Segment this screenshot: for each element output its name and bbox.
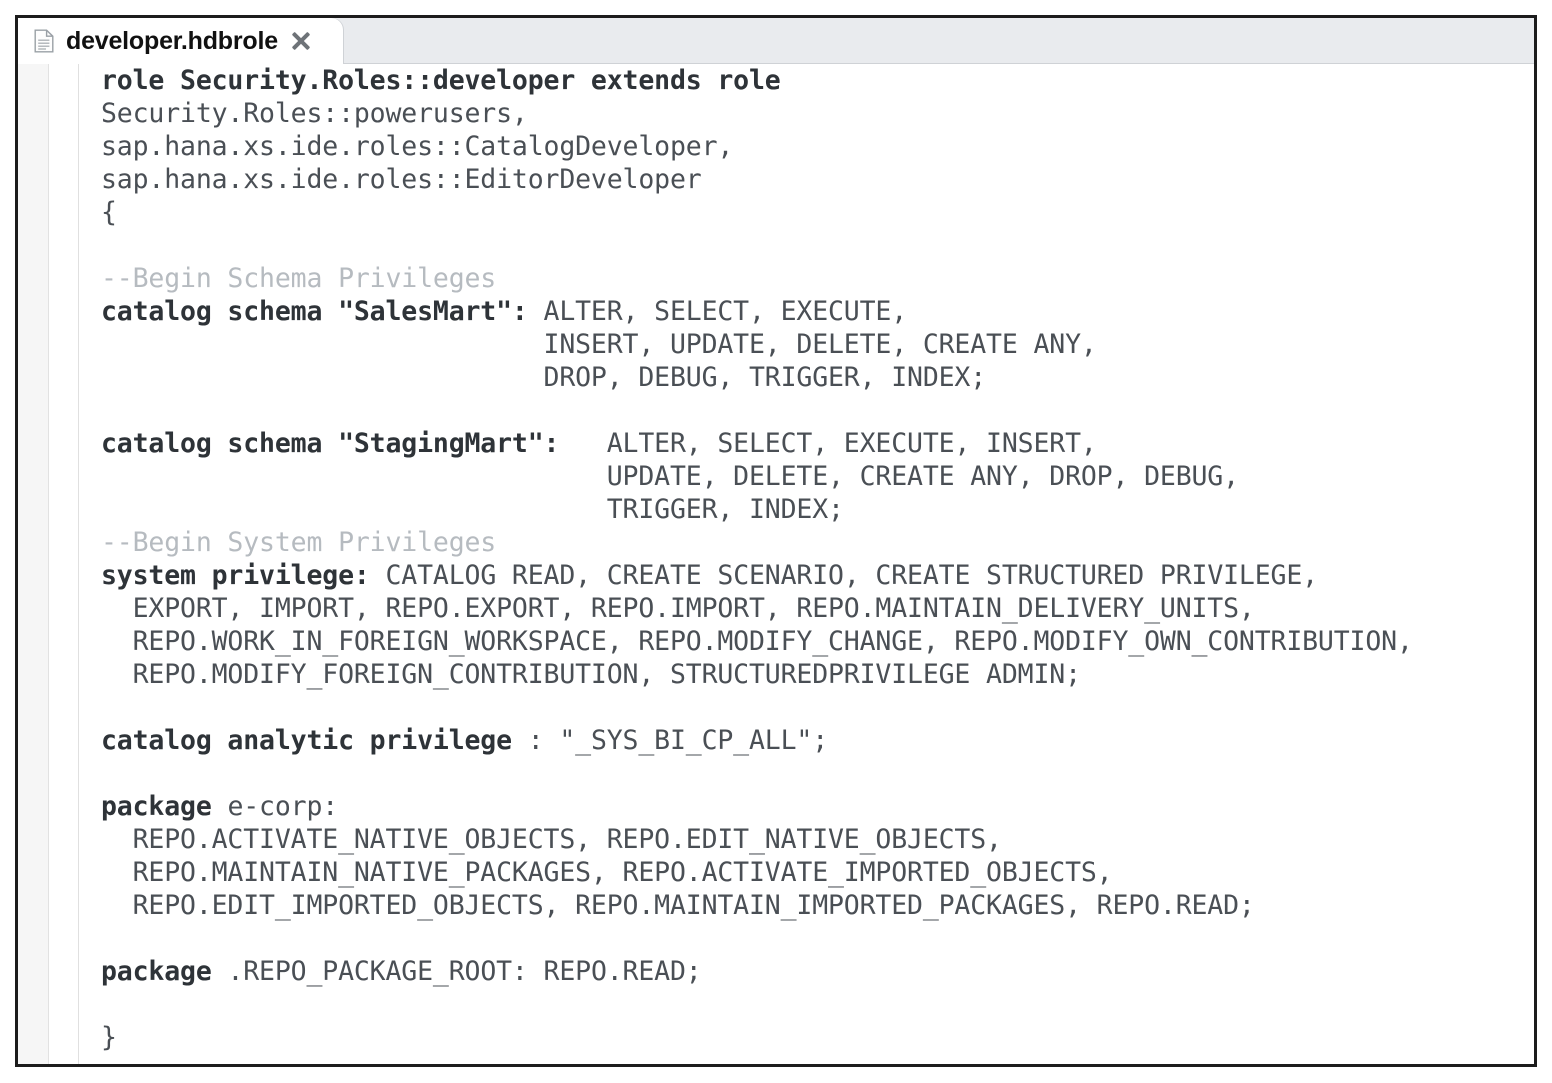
code-line[interactable]: UPDATE, DELETE, CREATE ANY, DROP, DEBUG, (101, 461, 1239, 492)
code-line[interactable]: catalog analytic privilege : "_SYS_BI_CP… (79, 724, 1534, 757)
folding-gutter[interactable] (49, 64, 79, 1064)
code-line[interactable]: sap.hana.xs.ide.roles::CatalogDeveloper, (101, 131, 734, 162)
code-line[interactable]: Security.Roles::powerusers, (79, 97, 1534, 130)
close-icon[interactable] (291, 31, 311, 51)
code-line[interactable] (79, 229, 1534, 262)
code-line[interactable]: system privilege: CATALOG READ, CREATE S… (79, 559, 1534, 592)
code-line[interactable]: REPO.WORK_IN_FOREIGN_WORKSPACE, REPO.MOD… (101, 626, 1413, 657)
code-keyword: catalog schema "StagingMart": (101, 428, 560, 459)
code-keyword: system privilege: (101, 560, 370, 591)
document-icon (34, 29, 54, 53)
code-line[interactable]: package e-corp: (79, 790, 1534, 823)
editor-body: role Security.Roles::developer extends r… (18, 64, 1534, 1064)
code-line[interactable]: REPO.MAINTAIN_NATIVE_PACKAGES, REPO.ACTI… (101, 857, 1113, 888)
code-text: .REPO_PACKAGE_ROOT: REPO.READ; (211, 956, 702, 987)
code-text: e-corp: (211, 791, 339, 822)
code-text-area[interactable]: role Security.Roles::developer extends r… (79, 64, 1534, 1064)
code-line[interactable]: --Begin Schema Privileges (101, 263, 497, 294)
code-line[interactable]: REPO.EDIT_IMPORTED_OBJECTS, REPO.MAINTAI… (101, 890, 1255, 921)
code-line[interactable]: EXPORT, IMPORT, REPO.EXPORT, REPO.IMPORT… (101, 593, 1255, 624)
code-line[interactable] (79, 691, 1534, 724)
code-keyword: package (101, 791, 212, 822)
code-line[interactable]: } (101, 1022, 117, 1053)
code-line[interactable]: DROP, DEBUG, TRIGGER, INDEX; (101, 362, 987, 393)
code-line[interactable]: REPO.ACTIVATE_NATIVE_OBJECTS, REPO.EDIT_… (79, 823, 1534, 856)
tab-developer-hdbrole[interactable]: developer.hdbrole (18, 18, 343, 64)
code-text: ALTER, SELECT, EXECUTE, INSERT, (559, 428, 1097, 459)
code-text: CATALOG READ, CREATE SCENARIO, CREATE ST… (369, 560, 1318, 591)
code-line[interactable] (79, 394, 1534, 427)
tab-bar: developer.hdbrole (18, 18, 1534, 64)
code-line[interactable]: INSERT, UPDATE, DELETE, CREATE ANY, (101, 329, 1097, 360)
code-text: ALTER, SELECT, EXECUTE, (527, 296, 908, 327)
code-keyword: package (101, 956, 212, 987)
code-keyword: catalog schema "SalesMart": (101, 296, 528, 327)
code-line[interactable]: catalog schema "SalesMart": ALTER, SELEC… (79, 295, 1534, 328)
editor-window: developer.hdbrole role Security.Roles::d… (15, 15, 1537, 1067)
code-keyword: catalog analytic privilege (101, 725, 512, 756)
code-line[interactable]: package .REPO_PACKAGE_ROOT: REPO.READ; (79, 955, 1534, 988)
annotation-ruler[interactable] (18, 64, 49, 1064)
code-line[interactable]: catalog schema "StagingMart": ALTER, SEL… (79, 427, 1534, 460)
code-line[interactable] (79, 922, 1534, 955)
code-line[interactable]: sap.hana.xs.ide.roles::EditorDeveloper (101, 164, 702, 195)
code-line[interactable]: role Security.Roles::developer extends r… (79, 64, 1534, 97)
code-line[interactable]: { (101, 197, 117, 228)
code-line[interactable] (79, 757, 1534, 790)
code-text: : "_SYS_BI_CP_ALL"; (511, 725, 829, 756)
code-line[interactable]: TRIGGER, INDEX; (101, 494, 844, 525)
tab-title: developer.hdbrole (66, 26, 278, 55)
code-line[interactable]: REPO.MODIFY_FOREIGN_CONTRIBUTION, STRUCT… (101, 659, 1081, 690)
code-line[interactable] (79, 988, 1534, 1021)
code-line[interactable]: --Begin System Privileges (101, 527, 497, 558)
